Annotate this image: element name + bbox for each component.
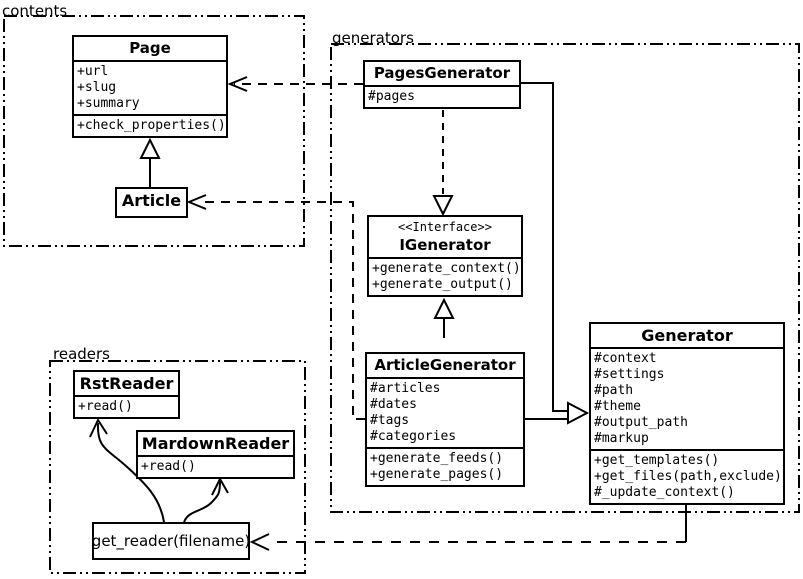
attribute: #path	[594, 383, 634, 398]
open-arrowhead-icon	[211, 476, 229, 496]
attribute: #context	[594, 351, 657, 366]
function-name: get_reader(filename)	[91, 532, 251, 550]
rel-generator-to-getreader-dependency	[249, 505, 687, 551]
generalization-line-pagesgenerator	[520, 82, 569, 412]
package-frame-readers	[49, 360, 306, 574]
attribute: #tags	[370, 413, 410, 428]
class-name: ArticleGenerator	[367, 354, 523, 379]
hollow-triangle-icon	[139, 137, 161, 159]
package-label-contents: contents	[2, 2, 68, 20]
name-compartment: <<Interface>> IGenerator	[369, 217, 521, 259]
class-name: Article	[121, 191, 182, 210]
method: +get_templates()	[594, 453, 720, 468]
attribute: #categories	[370, 429, 457, 444]
class-box-markdown-reader: MardownReader +read()	[136, 430, 295, 479]
class-box-igenerator: <<Interface>> IGenerator +generate_conte…	[367, 215, 523, 297]
method: +generate_output()	[372, 277, 513, 292]
attribute: #theme	[594, 399, 641, 414]
open-arrowhead-icon	[89, 417, 108, 438]
class-box-article: Article	[115, 187, 188, 218]
attribute: #articles	[370, 381, 441, 396]
method: +read()	[141, 459, 196, 474]
open-arrowhead-icon	[186, 194, 207, 210]
attribute: +slug	[77, 80, 117, 95]
class-name: MardownReader	[138, 432, 293, 457]
methods-compartment: +read()	[138, 457, 293, 477]
dependency-line	[205, 201, 365, 420]
attributes-compartment: +url +slug +summary	[74, 62, 226, 116]
method: #_update_context()	[594, 485, 735, 500]
class-name: Generator	[591, 324, 783, 349]
attribute: #settings	[594, 367, 665, 382]
class-box-article-generator: ArticleGenerator #articles #dates #tags …	[365, 352, 525, 487]
rel-generators-to-generator-generalization	[520, 82, 590, 425]
class-name: Page	[74, 37, 226, 62]
association-curve	[96, 422, 165, 523]
methods-compartment: +generate_feeds() +generate_pages()	[367, 449, 523, 485]
open-arrowhead-icon	[227, 76, 248, 92]
attribute: #pages	[368, 89, 415, 104]
stereotype: <<Interface>>	[398, 220, 492, 234]
method: +generate_feeds()	[370, 451, 504, 466]
class-box-pages-generator: PagesGenerator #pages	[363, 60, 521, 109]
rel-pagesgenerator-to-igenerator-realization	[432, 110, 454, 217]
rel-getreader-to-rstreader-association	[89, 417, 165, 523]
package-frame-contents	[3, 15, 305, 247]
class-box-generator: Generator #context #settings #path #them…	[589, 322, 785, 505]
methods-compartment: +read()	[75, 397, 178, 417]
methods-compartment: +check_properties()	[74, 116, 226, 136]
class-box-rst-reader: RstReader +read()	[73, 370, 180, 419]
attribute: +summary	[77, 96, 140, 111]
attribute: #markup	[594, 431, 649, 446]
attributes-compartment: #context #settings #path #theme #output_…	[591, 349, 783, 451]
package-frame-generators	[330, 43, 800, 513]
package-label-generators: generators	[332, 29, 414, 47]
attribute: #dates	[370, 397, 417, 412]
rel-articlegenerator-to-article-dependency	[186, 194, 365, 420]
hollow-triangle-icon	[433, 297, 455, 319]
method: +generate_context()	[372, 261, 521, 276]
class-box-page: Page +url +slug +summary +check_properti…	[72, 35, 228, 138]
attribute: +url	[77, 64, 109, 79]
function-box-get-reader: get_reader(filename)	[92, 522, 250, 560]
attribute: #output_path	[594, 415, 688, 430]
class-name: PagesGenerator	[365, 62, 519, 87]
method: +read()	[78, 399, 133, 414]
open-arrowhead-icon	[249, 533, 270, 551]
method: +check_properties()	[77, 118, 226, 133]
method: +generate_pages()	[370, 467, 504, 482]
methods-compartment: +get_templates() +get_files(path,exclude…	[591, 451, 783, 503]
association-curve	[183, 480, 221, 523]
hollow-triangle-icon	[432, 195, 454, 217]
rel-article-to-page-generalization	[139, 137, 161, 187]
attributes-compartment: #articles #dates #tags #categories	[367, 379, 523, 449]
rel-articlegenerator-to-igenerator-generalization	[433, 297, 455, 338]
method: +get_files(path,exclude)	[594, 469, 782, 484]
rel-pagesgenerator-to-page-dependency	[227, 76, 363, 92]
class-name: RstReader	[75, 372, 178, 397]
attributes-compartment: #pages	[365, 87, 519, 107]
hollow-triangle-icon	[567, 401, 590, 425]
rel-getreader-to-markdownreader-association	[183, 476, 229, 523]
class-name: IGenerator	[399, 236, 491, 254]
package-label-readers: readers	[53, 345, 110, 363]
methods-compartment: +generate_context() +generate_output()	[369, 259, 521, 295]
